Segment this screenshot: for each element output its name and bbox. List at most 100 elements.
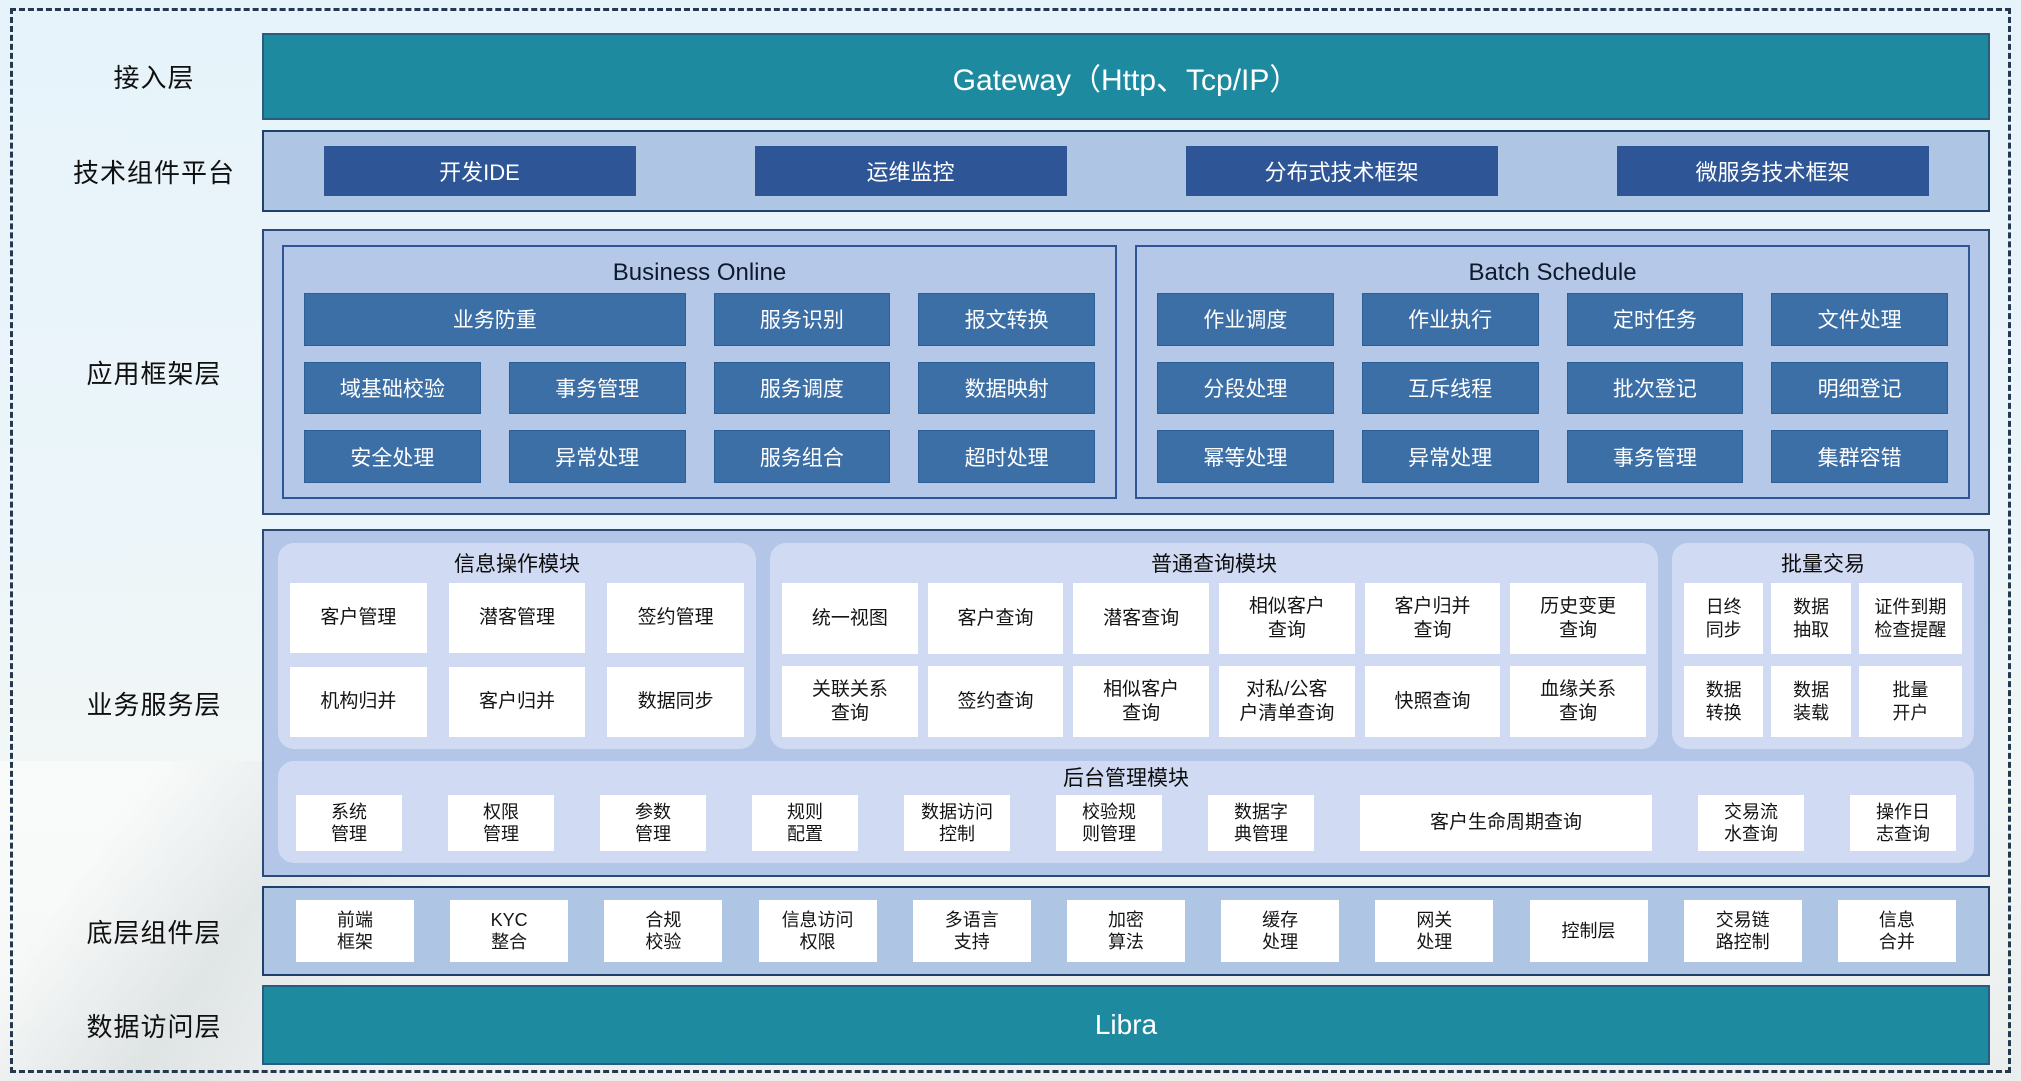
layer-label-app-framework: 应用框架层 [86,358,222,389]
query-item: 潜客查询 [1073,583,1209,654]
tech-item-dev-ide: 开发IDE [323,146,636,196]
bo-item: 域基础校验 [304,361,481,415]
bo-item: 业务防重 [304,293,686,346]
bs-item: 集群容错 [1771,430,1948,483]
info-item: 客户管理 [290,583,427,653]
bs-item: 互斥线程 [1361,361,1539,415]
batch-trade-module: 批量交易 日终 同步 数据 抽取 证件到期 检查提醒 数据 转换 数据 装载 批… [1672,543,1974,749]
business-online-grid: 业务防重 服务识别 报文转换 域基础校验 事务管理 服务调度 数据映射 安全处理… [304,293,1095,483]
bo-item: 数据映射 [918,361,1095,415]
layer-label-business-service: 业务服务层 [86,689,222,720]
batch-module-title: 批量交易 [1781,553,1865,576]
admin-module: 后台管理模块 系统 管理 权限 管理 参数 管理 规则 配置 数据访问 控制 校… [278,761,1974,863]
bs-item: 作业执行 [1361,293,1539,346]
info-module-grid: 客户管理 潜客管理 签约管理 机构归并 客户归并 数据同步 [290,583,744,737]
libra-bar: Libra [262,985,1990,1065]
layer-label-access: 接入层 [113,63,195,93]
bs-item: 事务管理 [1566,430,1744,483]
bs-item: 文件处理 [1771,293,1948,346]
admin-item: 操作日 志查询 [1850,795,1956,851]
batch-module-grid: 日终 同步 数据 抽取 证件到期 检查提醒 数据 转换 数据 装载 批量 开户 [1684,583,1962,737]
info-item: 潜客管理 [448,583,586,653]
batch-item: 证件到期 检查提醒 [1858,583,1962,654]
admin-item: 数据访问 控制 [904,795,1010,851]
bo-item: 报文转换 [918,293,1095,346]
layer-label-base-component: 底层组件层 [86,917,222,948]
component-item: 信息 合并 [1837,900,1956,962]
query-item: 血缘关系 查询 [1510,666,1646,737]
batch-schedule-title: Batch Schedule [1468,259,1637,286]
query-item: 统一视图 [782,583,918,654]
batch-item: 日终 同步 [1684,583,1764,654]
bs-item: 定时任务 [1566,293,1744,346]
component-item: KYC 整合 [450,900,569,962]
info-operation-module: 信息操作模块 客户管理 潜客管理 签约管理 机构归并 客户归并 数据同步 [278,543,756,749]
info-item: 签约管理 [607,583,744,653]
tech-platform-container: 开发IDE 运维监控 分布式技术框架 微服务技术框架 [262,130,1990,212]
base-component-container: 前端 框架 KYC 整合 合规 校验 信息访问 权限 多语言 支持 加密 算法 … [262,886,1990,976]
tech-item-ops-monitor: 运维监控 [754,146,1067,196]
layer-label-data-access: 数据访问层 [86,1011,222,1042]
bo-item: 服务组合 [713,430,891,483]
bo-item: 服务调度 [713,361,891,415]
admin-item: 参数 管理 [600,795,706,851]
bo-item: 安全处理 [304,430,481,483]
component-item: 交易链 路控制 [1683,900,1802,962]
batch-item: 数据 转换 [1684,666,1764,737]
component-item: 加密 算法 [1066,900,1185,962]
admin-module-title: 后台管理模块 [1063,767,1189,790]
app-framework-container: Business Online 业务防重 服务识别 报文转换 域基础校验 事务管… [262,229,1990,515]
query-item: 关联关系 查询 [782,666,918,737]
admin-item: 规则 配置 [752,795,858,851]
bs-item: 批次登记 [1566,361,1744,415]
component-item: 缓存 处理 [1221,900,1340,962]
bs-item: 明细登记 [1771,361,1948,415]
component-item: 控制层 [1529,900,1648,962]
query-module-title: 普通查询模块 [1151,553,1277,576]
tech-item-microservice-framework: 微服务技术框架 [1616,146,1929,196]
service-top-row: 信息操作模块 客户管理 潜客管理 签约管理 机构归并 客户归并 数据同步 普通查… [278,543,1974,749]
component-item: 合规 校验 [604,900,723,962]
business-service-container: 信息操作模块 客户管理 潜客管理 签约管理 机构归并 客户归并 数据同步 普通查… [262,529,1990,877]
bs-item: 异常处理 [1361,430,1539,483]
component-item: 多语言 支持 [912,900,1031,962]
bo-item: 异常处理 [508,430,686,483]
bo-item: 事务管理 [508,361,686,415]
info-item: 机构归并 [290,667,427,737]
component-item: 信息访问 权限 [758,900,877,962]
admin-item: 系统 管理 [296,795,402,851]
query-item: 客户查询 [927,583,1064,654]
query-item: 历史变更 查询 [1510,583,1646,654]
batch-item: 数据 抽取 [1771,583,1851,654]
batch-schedule-grid: 作业调度 作业执行 定时任务 文件处理 分段处理 互斥线程 批次登记 明细登记 … [1157,293,1948,483]
bs-item: 幂等处理 [1157,430,1334,483]
gateway-bar: Gateway（Http、Tcp/IP） [262,33,1990,120]
bs-item: 分段处理 [1157,361,1334,415]
info-item: 数据同步 [607,667,744,737]
bo-item: 超时处理 [918,430,1095,483]
admin-item: 交易流 水查询 [1698,795,1804,851]
info-item: 客户归并 [448,667,586,737]
admin-module-row: 系统 管理 权限 管理 参数 管理 规则 配置 数据访问 控制 校验规 则管理 … [296,795,1956,851]
query-item: 相似客户 查询 [1073,666,1209,737]
component-item: 前端 框架 [296,900,414,962]
query-item: 相似客户 查询 [1219,583,1355,654]
bo-item: 服务识别 [713,293,891,346]
query-item: 签约查询 [927,666,1064,737]
layer-label-tech-platform: 技术组件平台 [72,157,235,188]
query-module-grid: 统一视图 客户查询 潜客查询 相似客户 查询 客户归并 查询 历史变更 查询 关… [782,583,1646,737]
query-item: 客户归并 查询 [1364,583,1501,654]
query-item: 对私/公客 户清单查询 [1219,666,1355,737]
component-item: 网关 处理 [1375,900,1494,962]
info-module-title: 信息操作模块 [454,553,580,576]
admin-item-customer-lifecycle: 客户生命周期查询 [1360,795,1652,851]
batch-item: 批量 开户 [1858,666,1962,737]
business-online-group: Business Online 业务防重 服务识别 报文转换 域基础校验 事务管… [282,245,1117,499]
admin-item: 权限 管理 [448,795,554,851]
tech-item-distributed-framework: 分布式技术框架 [1185,146,1498,196]
batch-schedule-group: Batch Schedule 作业调度 作业执行 定时任务 文件处理 分段处理 … [1135,245,1970,499]
admin-item: 数据字 典管理 [1208,795,1314,851]
query-item: 快照查询 [1364,666,1501,737]
bs-item: 作业调度 [1157,293,1334,346]
